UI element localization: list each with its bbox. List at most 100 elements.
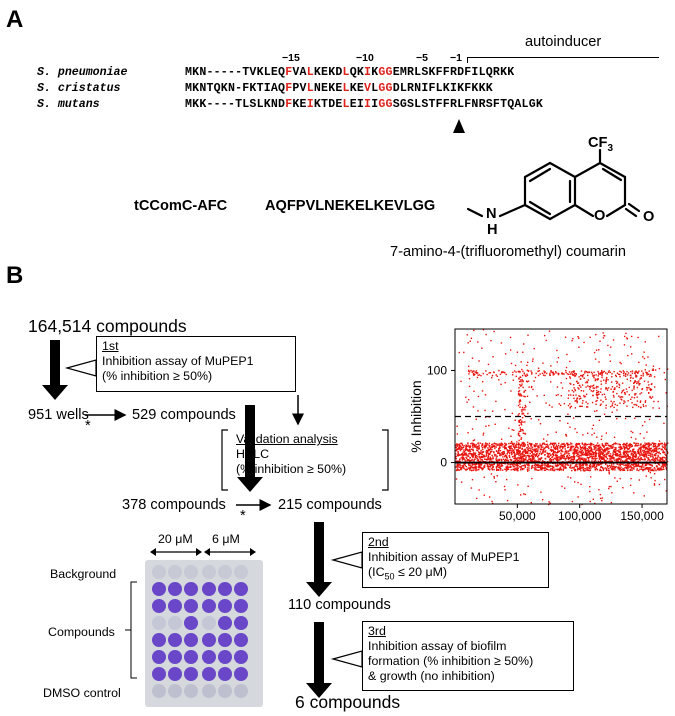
data-point	[635, 453, 637, 456]
data-point	[591, 456, 594, 458]
data-point	[639, 393, 641, 395]
data-point	[527, 450, 530, 452]
data-point	[473, 374, 475, 376]
data-point	[593, 463, 595, 465]
data-point	[663, 478, 666, 481]
data-point	[614, 387, 616, 389]
data-point	[648, 444, 650, 447]
data-point	[457, 463, 459, 465]
data-point	[520, 466, 522, 468]
data-point	[613, 465, 615, 468]
data-point	[606, 389, 609, 391]
data-point	[611, 373, 613, 375]
data-point	[570, 448, 572, 450]
data-point	[627, 372, 630, 374]
data-point	[491, 448, 493, 451]
data-point	[522, 412, 524, 415]
data-point	[625, 450, 627, 453]
data-point	[641, 450, 644, 452]
data-point	[517, 390, 520, 393]
data-point	[632, 459, 635, 461]
data-point	[518, 458, 521, 460]
data-point	[596, 389, 598, 392]
data-point	[523, 454, 525, 456]
data-point	[571, 466, 574, 469]
data-point	[498, 443, 500, 445]
data-point	[630, 469, 632, 471]
data-point	[524, 433, 527, 435]
ring-oxygen: O	[594, 208, 606, 224]
data-point	[642, 373, 645, 375]
data-point	[647, 445, 649, 448]
data-point	[608, 370, 610, 372]
data-point	[552, 454, 555, 457]
data-point	[505, 373, 507, 376]
data-point	[567, 458, 570, 460]
data-point	[659, 457, 662, 460]
data-point	[641, 454, 644, 457]
data-point	[542, 438, 545, 440]
data-point	[630, 456, 632, 459]
data-point	[646, 387, 649, 389]
data-point	[459, 449, 462, 452]
data-point	[666, 442, 669, 444]
data-point	[663, 468, 665, 470]
data-point	[480, 451, 482, 453]
data-point	[580, 450, 582, 452]
data-point	[555, 372, 557, 374]
data-point	[519, 403, 521, 405]
data-point	[609, 453, 612, 455]
data-point	[526, 451, 529, 453]
data-point	[522, 458, 524, 460]
data-point	[568, 453, 570, 455]
data-point	[624, 459, 627, 462]
data-point	[526, 463, 528, 465]
data-point	[463, 351, 465, 354]
data-point	[608, 451, 610, 453]
data-point	[557, 444, 560, 447]
data-point	[499, 373, 502, 376]
data-point	[527, 460, 529, 462]
data-point	[639, 457, 641, 460]
data-point	[570, 467, 572, 469]
data-point	[657, 442, 660, 445]
data-point	[657, 446, 659, 448]
data-point	[538, 464, 541, 467]
data-point	[640, 392, 643, 394]
plate-well	[168, 667, 182, 681]
data-point	[493, 451, 495, 453]
data-point	[544, 454, 546, 456]
data-point	[651, 455, 653, 457]
data-point	[474, 463, 476, 466]
data-point	[637, 405, 640, 408]
data-point	[634, 393, 636, 395]
data-point	[524, 409, 526, 411]
data-point	[473, 439, 476, 441]
data-point	[562, 469, 565, 471]
data-point	[474, 456, 477, 458]
data-point	[518, 454, 520, 457]
data-point	[574, 389, 577, 392]
step1-box: 1st Inhibition assay of MuPEP1 (% inhibi…	[96, 336, 296, 392]
data-point	[567, 444, 569, 446]
data-point	[574, 446, 577, 449]
data-point	[475, 468, 477, 470]
data-point	[620, 457, 623, 459]
species-name: S. mutans	[37, 98, 100, 111]
data-point	[598, 454, 600, 456]
data-point	[610, 460, 612, 462]
data-point	[609, 466, 612, 469]
data-point	[528, 454, 530, 457]
data-point	[515, 371, 517, 373]
data-point	[559, 446, 562, 448]
data-point	[576, 455, 578, 457]
data-point	[661, 448, 663, 451]
data-point	[637, 463, 640, 465]
data-point	[504, 446, 507, 449]
data-point	[485, 445, 487, 448]
data-point	[573, 455, 575, 458]
data-point	[600, 370, 603, 372]
data-point	[457, 447, 460, 450]
data-point	[641, 453, 643, 455]
